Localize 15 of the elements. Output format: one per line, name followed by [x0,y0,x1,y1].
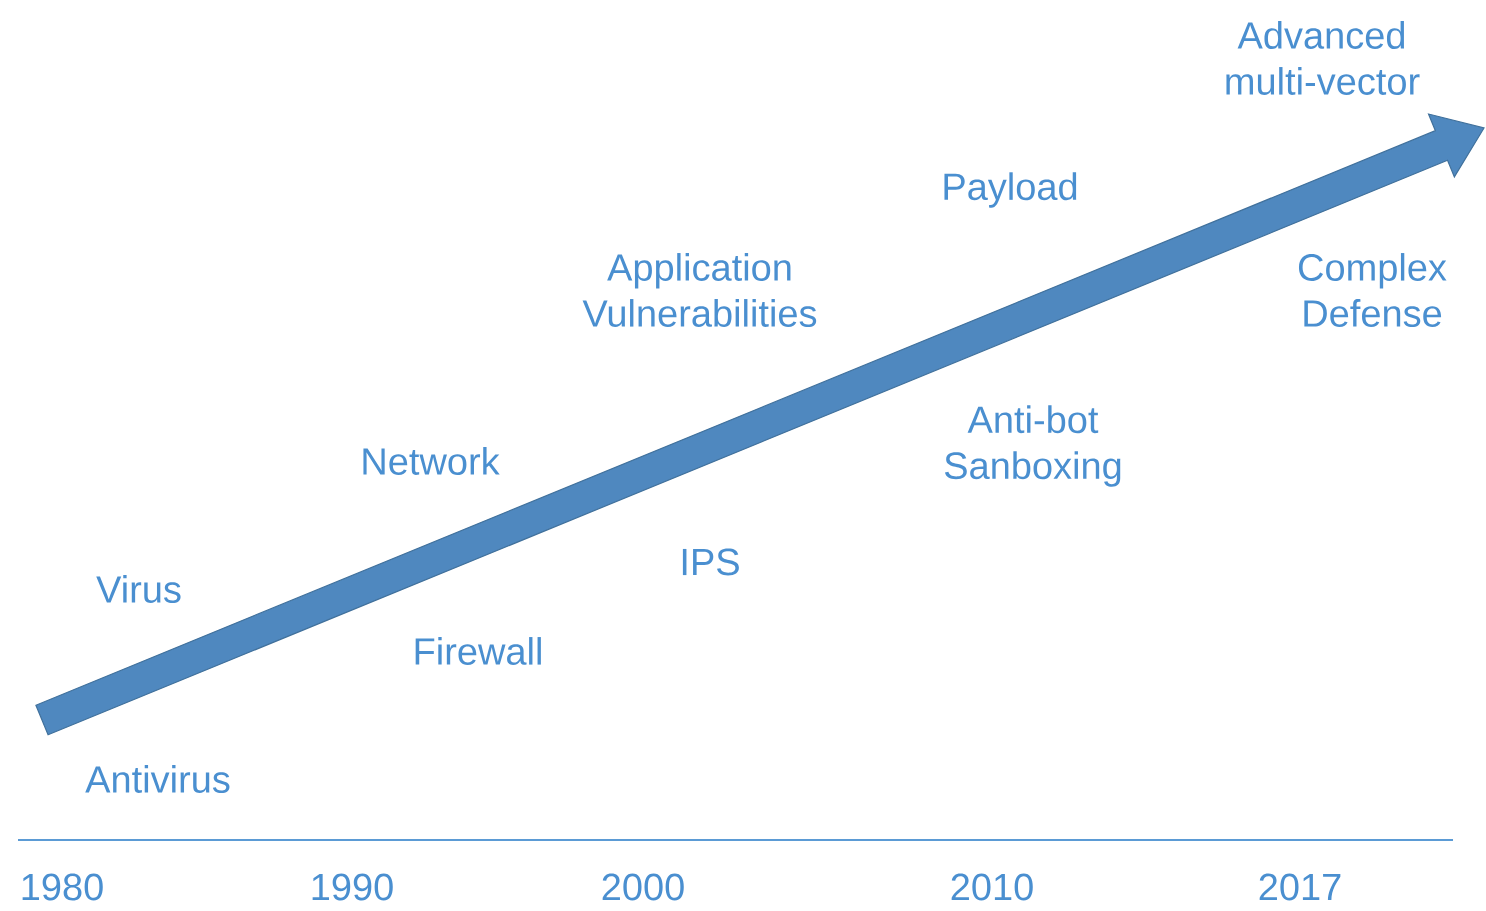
defense-label: Complex Defense [1298,253,1447,327]
threat-label: Payload [944,172,1077,208]
defense-label: Firewall [415,637,541,665]
threat-label: Virus [96,575,181,603]
year-label: 2017 [1259,873,1341,901]
year-label: 2000 [602,873,684,901]
threat-label: Advanced multi-vector [1226,21,1420,95]
threat-label: Network [363,447,500,475]
year-label: 1990 [312,873,393,901]
defense-label: Antivirus [85,765,230,793]
year-label: 2010 [951,873,1033,901]
threat-label: Application Vulnerabilities [582,253,817,327]
defense-label: IPS [682,548,739,576]
year-label: 1980 [22,873,103,901]
defense-label: Anti-bot Sanboxing [944,405,1121,487]
